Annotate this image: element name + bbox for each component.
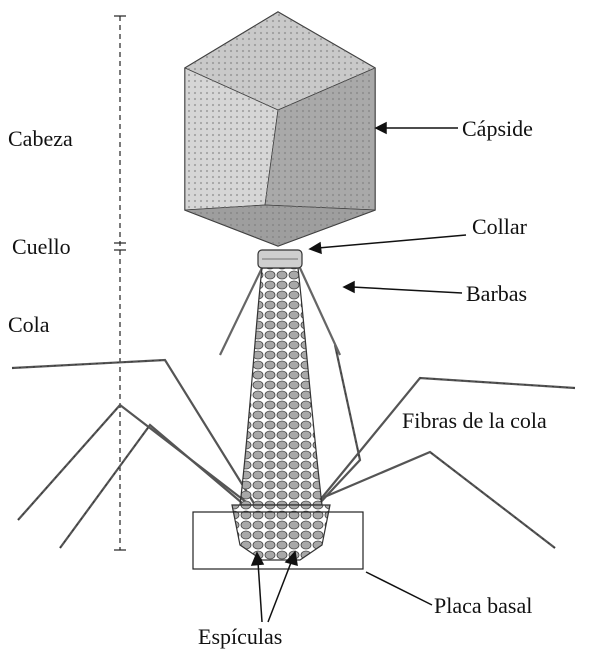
label-placa-basal: Placa basal <box>434 593 532 618</box>
capsid-head <box>185 12 375 246</box>
label-cola: Cola <box>8 312 50 337</box>
collar-part <box>258 250 302 268</box>
tail-sheath <box>240 268 322 505</box>
base-plate-part <box>232 505 330 560</box>
label-cabeza: Cabeza <box>8 126 73 151</box>
label-collar: Collar <box>472 214 528 239</box>
label-barbas: Barbas <box>466 281 527 306</box>
label-espiculas: Espículas <box>198 624 282 649</box>
label-cuello: Cuello <box>12 234 71 259</box>
label-fibras: Fibras de la cola <box>402 408 547 433</box>
label-capside: Cápside <box>462 116 533 141</box>
